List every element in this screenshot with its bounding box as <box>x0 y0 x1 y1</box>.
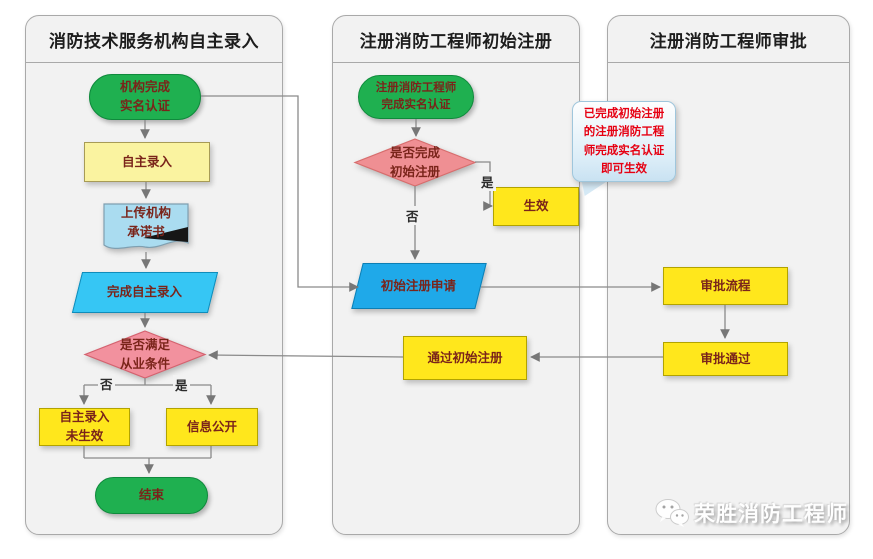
watermark: 荣胜消防工程师 <box>655 498 848 528</box>
branch-no-label: 否 <box>98 374 115 393</box>
node-init-reg-done-label: 是否完成 初始注册 <box>389 145 440 179</box>
node-meet-condition-decision: 是否满足 从业条件 <box>83 330 207 379</box>
node-self-entry: 自主录入 <box>84 142 210 182</box>
node-upload-commitment: 上传机构 承诺书 <box>103 202 189 252</box>
lane-title-org-self-entry: 消防技术服务机构自主录入 <box>26 16 282 63</box>
node-end: 结束 <box>95 477 208 514</box>
node-upload-commitment-label: 上传机构 承诺书 <box>120 206 171 239</box>
branch-no-label: 否 <box>404 206 421 225</box>
node-self-entry-label: 自主录入 <box>121 154 172 169</box>
node-complete-self-entry: 完成自主录入 <box>71 272 219 313</box>
node-complete-self-entry-label: 完成自主录入 <box>107 285 183 300</box>
watermark-text: 荣胜消防工程师 <box>694 503 848 526</box>
document-fold-icon <box>143 227 188 242</box>
node-init-reg-apply: 初始注册申请 <box>351 263 487 309</box>
node-end-label: 结束 <box>138 488 164 503</box>
node-engineer-realname-auth-label: 注册消防工程师 完成实名认证 <box>375 81 457 111</box>
lane-title-engineer-approval: 注册消防工程师审批 <box>608 16 849 63</box>
node-pass-init-reg: 通过初始注册 <box>403 336 527 380</box>
node-entry-invalid: 自主录入 未生效 <box>39 408 130 446</box>
node-approval-flow-label: 审批流程 <box>700 278 751 293</box>
wechat-icon <box>655 499 689 527</box>
node-approval-pass: 审批通过 <box>663 342 788 376</box>
node-approval-pass-label: 审批通过 <box>700 351 751 366</box>
node-init-reg-done-decision: 是否完成 初始注册 <box>353 138 477 187</box>
node-entry-invalid-label: 自主录入 未生效 <box>59 410 110 443</box>
callout-note: 已完成初始注册 的注册消防工程 师完成实名认证 即可生效 <box>572 101 676 182</box>
document-shape-icon <box>103 203 189 249</box>
branch-yes-label: 是 <box>479 172 496 191</box>
node-effective-label: 生效 <box>523 199 549 214</box>
node-meet-condition-label: 是否满足 从业条件 <box>119 337 170 371</box>
node-org-realname-auth-label: 机构完成 实名认证 <box>119 80 170 113</box>
node-init-reg-apply-label: 初始注册申请 <box>381 278 457 293</box>
node-info-public-label: 信息公开 <box>186 419 237 434</box>
node-engineer-realname-auth: 注册消防工程师 完成实名认证 <box>358 75 474 119</box>
callout-note-text: 已完成初始注册 的注册消防工程 师完成实名认证 即可生效 <box>583 107 665 175</box>
lane-title-initial-registration: 注册消防工程师初始注册 <box>333 16 579 63</box>
node-org-realname-auth: 机构完成 实名认证 <box>89 74 201 120</box>
node-approval-flow: 审批流程 <box>663 267 788 305</box>
branch-yes-label: 是 <box>173 375 190 394</box>
node-effective: 生效 <box>493 187 579 226</box>
node-info-public: 信息公开 <box>166 408 258 446</box>
node-pass-init-reg-label: 通过初始注册 <box>427 350 503 365</box>
